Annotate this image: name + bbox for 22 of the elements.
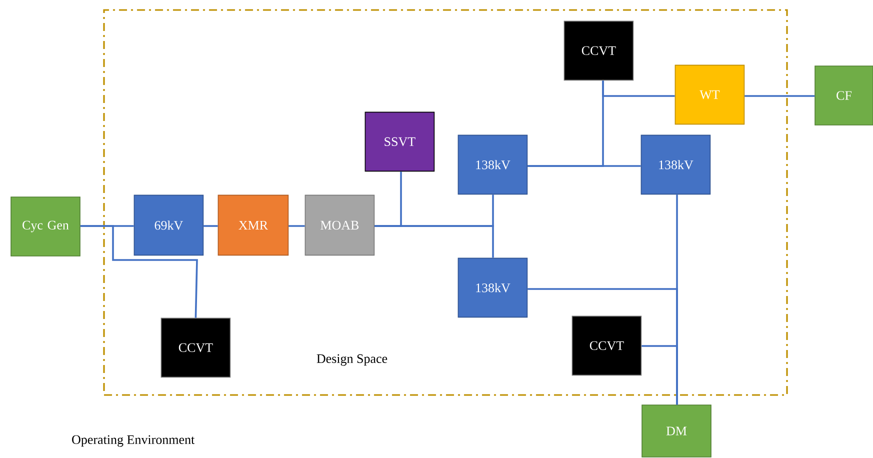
connector-line — [204, 225, 218, 227]
component-box: MOAB — [304, 194, 375, 256]
connector-line — [744, 95, 815, 97]
connector-line — [288, 225, 305, 227]
connector-line — [374, 225, 494, 258]
component-box: DM — [642, 404, 712, 458]
area-label: Operating Environment — [72, 435, 195, 447]
component-box: CCVT — [564, 20, 634, 81]
component-box: XMR — [218, 194, 289, 256]
component-box: Cyc Gen — [10, 196, 80, 256]
component-box: 69kV — [134, 194, 204, 256]
component-box: SSVT — [364, 112, 435, 172]
component-box: 138kV — [458, 134, 528, 195]
component-box: CCVT — [160, 318, 231, 378]
component-box: 138kV — [458, 258, 528, 318]
component-box: 138kV — [640, 134, 711, 195]
component-box: CF — [814, 66, 873, 126]
connector-line — [642, 345, 678, 405]
component-box: WT — [674, 64, 745, 125]
connector-line — [602, 80, 675, 97]
component-box: CCVT — [572, 316, 642, 376]
connector-line — [80, 225, 198, 318]
